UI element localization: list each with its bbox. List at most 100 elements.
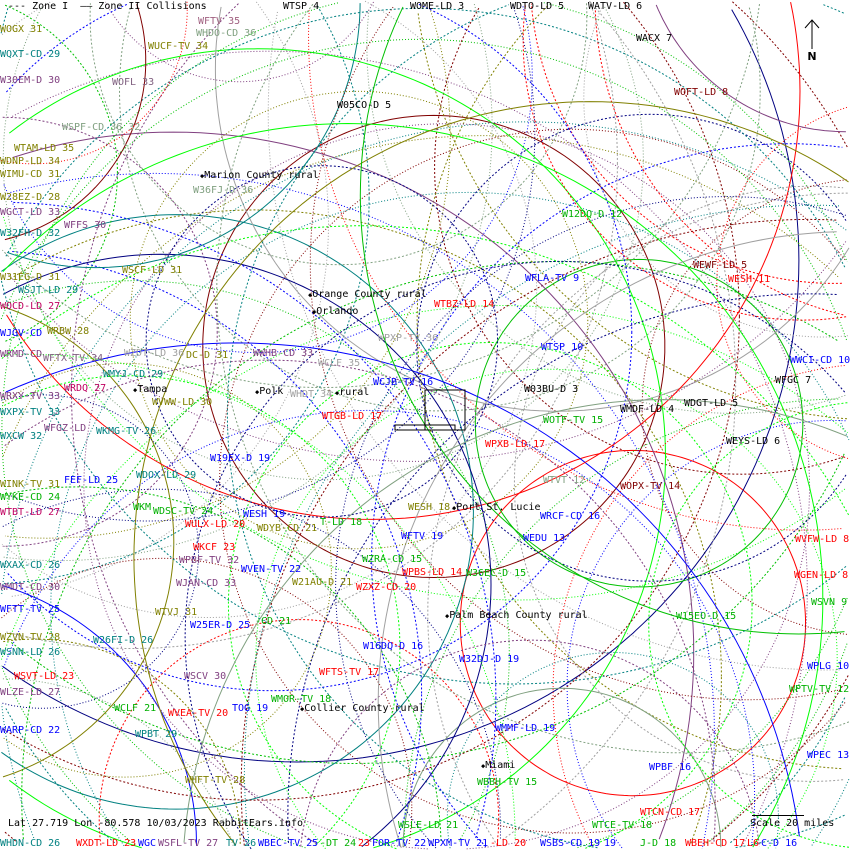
station-label[interactable]: WPBF 16 [649, 762, 692, 773]
station-label[interactable]: WOME-LD 3 [410, 1, 465, 12]
station-label[interactable]: W32DJ-D 19 [459, 654, 520, 665]
station-label[interactable]: WOFT-LD 8 [674, 87, 729, 98]
station-label[interactable]: W31EG-D 31 [0, 272, 61, 283]
station-label[interactable]: WPBT 29 [135, 729, 178, 740]
station-label[interactable]: 23 [358, 838, 371, 849]
station-label[interactable]: W36FJ-D 36 [193, 185, 254, 196]
station-label[interactable]: -CD 21 [255, 616, 292, 627]
station-label[interactable]: W25ER-D 25 [190, 620, 251, 631]
station-label[interactable]: W19EX-D 19 [210, 453, 271, 464]
station-label[interactable]: WPEC 13 [807, 750, 850, 761]
station-label[interactable]: WOPX-TV 14 [620, 481, 681, 492]
station-label[interactable]: WTBT-LD 27 [0, 507, 61, 518]
station-label[interactable]: DC-D 31 [186, 350, 229, 361]
station-label[interactable]: WOFL 33 [112, 77, 155, 88]
station-label[interactable]: WRXY-TV 33 [0, 391, 61, 402]
station-label[interactable]: TOG 19 [232, 703, 269, 714]
station-label[interactable]: WEWF-LD 5 [693, 260, 748, 271]
station-label[interactable]: WKMG-TV 26 [96, 426, 157, 437]
station-label[interactable]: WPBF-TV 32 [179, 555, 240, 566]
station-label[interactable]: WQXT-CD 29 [0, 49, 61, 60]
station-label[interactable]: W03BU-D 3 [524, 384, 579, 395]
station-label[interactable]: WINK-TV 31 [0, 479, 61, 490]
station-label[interactable]: WZXZ-CD 20 [356, 582, 417, 593]
station-label[interactable]: WIMU-CD 31 [0, 169, 61, 180]
station-label[interactable]: W36EC-D 15 [466, 568, 527, 579]
station-label[interactable]: WPXB-LD 17 [485, 439, 546, 450]
station-label[interactable]: W05CO-D 5 [337, 100, 392, 111]
station-label[interactable]: WEYS-LD 6 [726, 436, 781, 447]
station-label[interactable]: WOGX 31 [0, 24, 43, 35]
station-label[interactable]: L6 [747, 838, 760, 849]
station-label[interactable]: WSFL-TV 27 [158, 838, 219, 849]
station-label[interactable]: WGCT-LD 33 [0, 207, 61, 218]
station-label[interactable]: WFTV 35 [198, 16, 241, 27]
station-label[interactable]: W26FI-D 26 [93, 635, 154, 646]
station-label[interactable]: FOR-TV 22 [372, 838, 427, 849]
station-label[interactable]: WMMF-LD 19 [495, 723, 556, 734]
station-label[interactable]: WPLG 10 [807, 661, 850, 672]
station-label[interactable]: WACX 7 [636, 33, 673, 44]
station-label[interactable]: WFLA-TV 9 [525, 273, 580, 284]
station-label[interactable]: WSVN 9 [811, 597, 848, 608]
station-label[interactable]: WHFT-TV 28 [185, 775, 246, 786]
station-label[interactable]: WWCI-CD 10 [790, 355, 850, 366]
station-label[interactable]: WMDT-CD 30 [0, 582, 61, 593]
station-label[interactable]: WSVT-LD 23 [14, 671, 75, 682]
station-label[interactable]: WPTV-TV 12 [789, 684, 850, 695]
station-label[interactable]: WTSP 4 [283, 1, 320, 12]
station-label[interactable]: WBEH-CD 17 [685, 838, 746, 849]
station-label[interactable]: WGC [138, 838, 157, 849]
station-label[interactable]: WVFW-LD 8 [795, 534, 850, 545]
station-label[interactable]: WMYJ-CD 29 [103, 369, 164, 380]
station-label[interactable]: WBEC-TV 25 [258, 838, 319, 849]
station-label[interactable]: WJGV-CD [0, 328, 43, 339]
station-label[interactable]: WRMD-CD [0, 349, 43, 360]
station-label[interactable]: WZVN-TV 28 [0, 632, 61, 643]
station-label[interactable]: W16DQ-D 16 [363, 641, 424, 652]
station-label[interactable]: WARP-CD 22 [0, 725, 61, 736]
station-label[interactable]: WRBW 28 [47, 326, 90, 337]
station-label[interactable]: WTVT 12 [543, 475, 586, 486]
station-label[interactable]: T-LD 18 [320, 517, 363, 528]
station-label[interactable]: WVEN-TV 22 [241, 564, 302, 575]
station-label[interactable]: WESH 18 [408, 502, 451, 513]
station-label[interactable]: WSCF-LD 31 [122, 265, 183, 276]
station-label[interactable]: -DT 24 [320, 838, 357, 849]
station-label[interactable]: WDSC-TV 24 [153, 506, 214, 517]
station-label[interactable]: W28EZ-D 28 [0, 192, 61, 203]
station-label[interactable]: WEDU 13 [523, 533, 566, 544]
station-label[interactable]: -LD 20 [490, 838, 527, 849]
station-label[interactable]: W12DQ-D 12 [562, 209, 623, 220]
station-label[interactable]: WZDT-LD 36 [124, 348, 185, 359]
station-label[interactable]: WKM [133, 502, 152, 513]
station-label[interactable]: TV 26 [226, 838, 257, 849]
station-label[interactable]: W30EM-D 30 [0, 75, 61, 86]
station-label[interactable]: WSLE-LD 21 [398, 820, 459, 831]
station-label[interactable]: WPXP-TV 36 [378, 333, 439, 344]
station-label[interactable]: WVEA-TV 20 [168, 708, 229, 719]
station-label[interactable]: WFTX-TV 34 [43, 353, 104, 364]
station-label[interactable]: WFTS-TV 17 [319, 667, 380, 678]
station-label[interactable]: WCJB-TV 16 [373, 377, 434, 388]
station-label[interactable]: WESH 19 [243, 509, 286, 520]
station-label[interactable]: WVWW-LD 30 [152, 397, 213, 408]
station-label[interactable]: FEF-LD 25 [64, 475, 119, 486]
station-label[interactable]: WTGB-LD 17 [322, 411, 383, 422]
station-label[interactable]: 19 [604, 838, 617, 849]
station-label[interactable]: WTBZ-LD 14 [434, 299, 495, 310]
station-label[interactable]: WRCF-CD 16 [540, 511, 601, 522]
station-label[interactable]: WYKE-CD 24 [0, 492, 61, 503]
station-label[interactable]: WDYB-CD 21 [257, 523, 318, 534]
station-label[interactable]: WTSP 10 [541, 342, 584, 353]
station-label[interactable]: WCLF 21 [114, 703, 157, 714]
station-label[interactable]: WPBS-LD 14 [402, 567, 463, 578]
station-label[interactable]: WOTF-TV 15 [543, 415, 604, 426]
station-label[interactable]: WXAX-CD 26 [0, 560, 61, 571]
station-label[interactable]: WULX-LD 20 [185, 519, 246, 530]
station-label[interactable]: WTCN-CD 17 [640, 807, 701, 818]
station-label[interactable]: WDTO-LD 5 [510, 1, 565, 12]
station-label[interactable]: WBBH-TV 15 [477, 777, 538, 788]
station-label[interactable]: WFTT-TV 25 [0, 604, 61, 615]
